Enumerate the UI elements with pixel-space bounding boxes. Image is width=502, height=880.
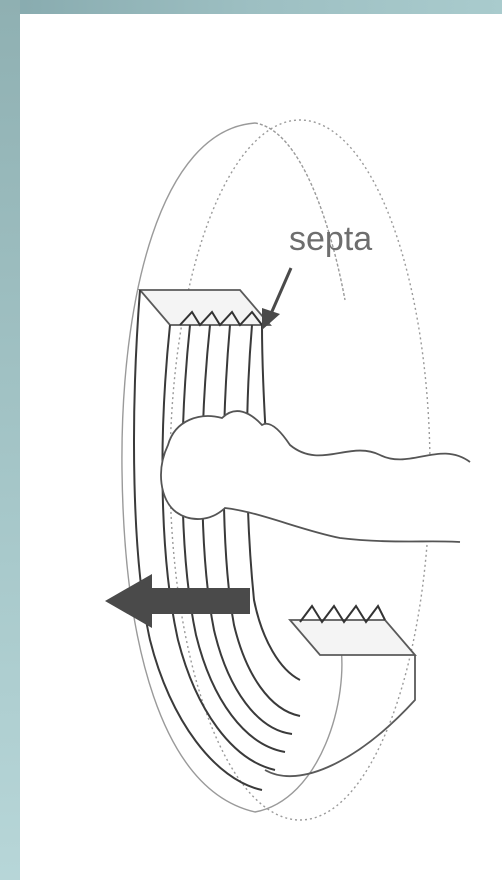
septa-label: septa [289, 220, 372, 258]
septum-sheet-1 [134, 290, 262, 790]
front-disc-upper-right [255, 123, 345, 300]
nerve-process [161, 411, 470, 542]
septum-sheet-4 [202, 325, 292, 734]
septum-sheet-3 [182, 325, 285, 752]
septa-pointer-arrow [262, 268, 291, 330]
septum-sheet-2 [162, 325, 275, 770]
lower-cut-body [265, 655, 415, 776]
lower-cut-face [290, 620, 415, 655]
